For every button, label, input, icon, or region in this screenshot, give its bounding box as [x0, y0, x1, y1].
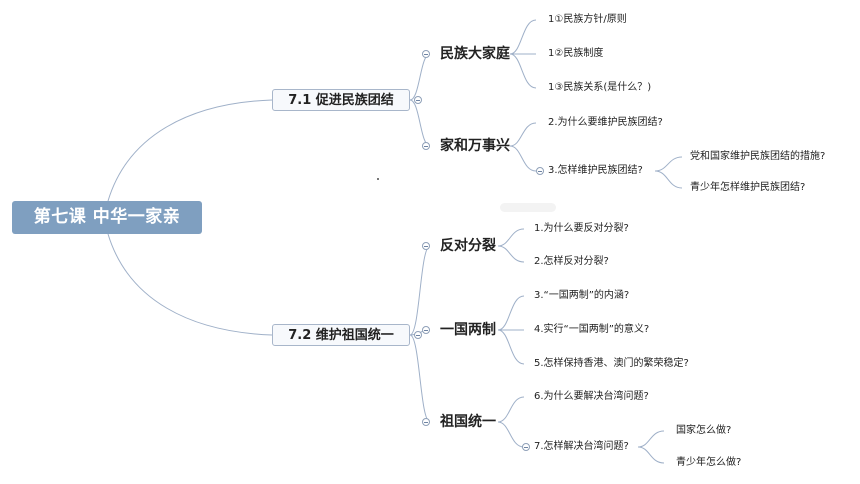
- edge-root-s2: [107, 233, 273, 336]
- section-node-7-2[interactable]: 7.2 维护祖国统一: [272, 324, 410, 346]
- edge-t4-l1: [497, 295, 525, 331]
- collapse-toggle-topic-5[interactable]: [422, 418, 430, 426]
- edge-t2-l2: [509, 145, 537, 172]
- leaf-node[interactable]: 3.怎样维护民族团结?: [548, 165, 643, 176]
- leaf-node[interactable]: 1③民族关系(是什么？): [548, 82, 652, 93]
- root-node[interactable]: 第七课 中华一家亲: [12, 201, 202, 234]
- leaf-node[interactable]: 7.怎样解决台湾问题?: [534, 441, 629, 452]
- leaf-node[interactable]: 2.怎样反对分裂?: [534, 256, 609, 267]
- edge-t4-l3: [497, 329, 525, 365]
- collapse-toggle-topic-4[interactable]: [422, 326, 430, 334]
- edge-t1-l3: [509, 53, 537, 89]
- collapse-toggle-leaf[interactable]: [522, 443, 530, 451]
- leaf-node[interactable]: 1.为什么要反对分裂?: [534, 223, 629, 234]
- topic-node-harmony[interactable]: 家和万事兴: [440, 138, 510, 154]
- collapse-toggle-section-2-children[interactable]: [414, 331, 422, 339]
- edge-t1-l1: [509, 19, 537, 55]
- leaf-node[interactable]: 6.为什么要解决台湾问题?: [534, 391, 649, 402]
- collapse-toggle-topic-2[interactable]: [422, 142, 430, 150]
- collapse-toggle-section-1-children[interactable]: [414, 96, 422, 104]
- edge-t3-l2: [497, 245, 525, 263]
- subleaf-node[interactable]: 国家怎么做?: [676, 425, 732, 436]
- edge-s2-t1: [409, 245, 431, 336]
- collapse-toggle-topic-1[interactable]: [422, 50, 430, 58]
- edge-t5-sub1: [637, 430, 665, 448]
- leaf-node[interactable]: 2.为什么要维护民族团结?: [548, 117, 663, 128]
- topic-node-oppose-secession[interactable]: 反对分裂: [440, 238, 496, 254]
- edge-t2-sub1: [654, 156, 683, 172]
- edge-t5-l1: [497, 396, 525, 423]
- subleaf-node[interactable]: 青少年怎么做?: [676, 457, 742, 468]
- section-node-7-1[interactable]: 7.1 促进民族团结: [272, 89, 410, 111]
- leaf-node[interactable]: 4.实行“一国两制”的意义?: [534, 324, 650, 335]
- leaf-node[interactable]: 1②民族制度: [548, 48, 604, 59]
- edge-t2-sub2: [654, 170, 683, 189]
- leaf-node[interactable]: 3.“一国两制”的内涵?: [534, 290, 630, 301]
- edge-s2-t3: [409, 334, 431, 423]
- stray-dot: [377, 178, 379, 180]
- edge-root-s1: [107, 99, 273, 202]
- topic-node-reunification[interactable]: 祖国统一: [440, 414, 496, 430]
- edge-s1-t1: [409, 53, 431, 101]
- subleaf-node[interactable]: 青少年怎样维护民族团结?: [690, 182, 806, 193]
- collapse-toggle-leaf[interactable]: [536, 167, 544, 175]
- blurred-smudge: [500, 203, 556, 212]
- edge-t2-l1: [509, 122, 537, 147]
- leaf-node[interactable]: 1①民族方针/原则: [548, 14, 627, 25]
- subleaf-node[interactable]: 党和国家维护民族团结的措施?: [690, 151, 826, 162]
- leaf-node[interactable]: 5.怎样保持香港、澳门的繁荣稳定?: [534, 358, 689, 369]
- edge-t5-l2: [497, 421, 525, 448]
- edge-t3-l1: [497, 228, 525, 247]
- topic-node-ethnic-family[interactable]: 民族大家庭: [440, 46, 510, 62]
- edge-t5-sub2: [637, 446, 665, 464]
- edge-s1-t2: [409, 99, 431, 147]
- collapse-toggle-topic-3[interactable]: [422, 242, 430, 250]
- topic-node-one-country-two-systems[interactable]: 一国两制: [440, 322, 496, 338]
